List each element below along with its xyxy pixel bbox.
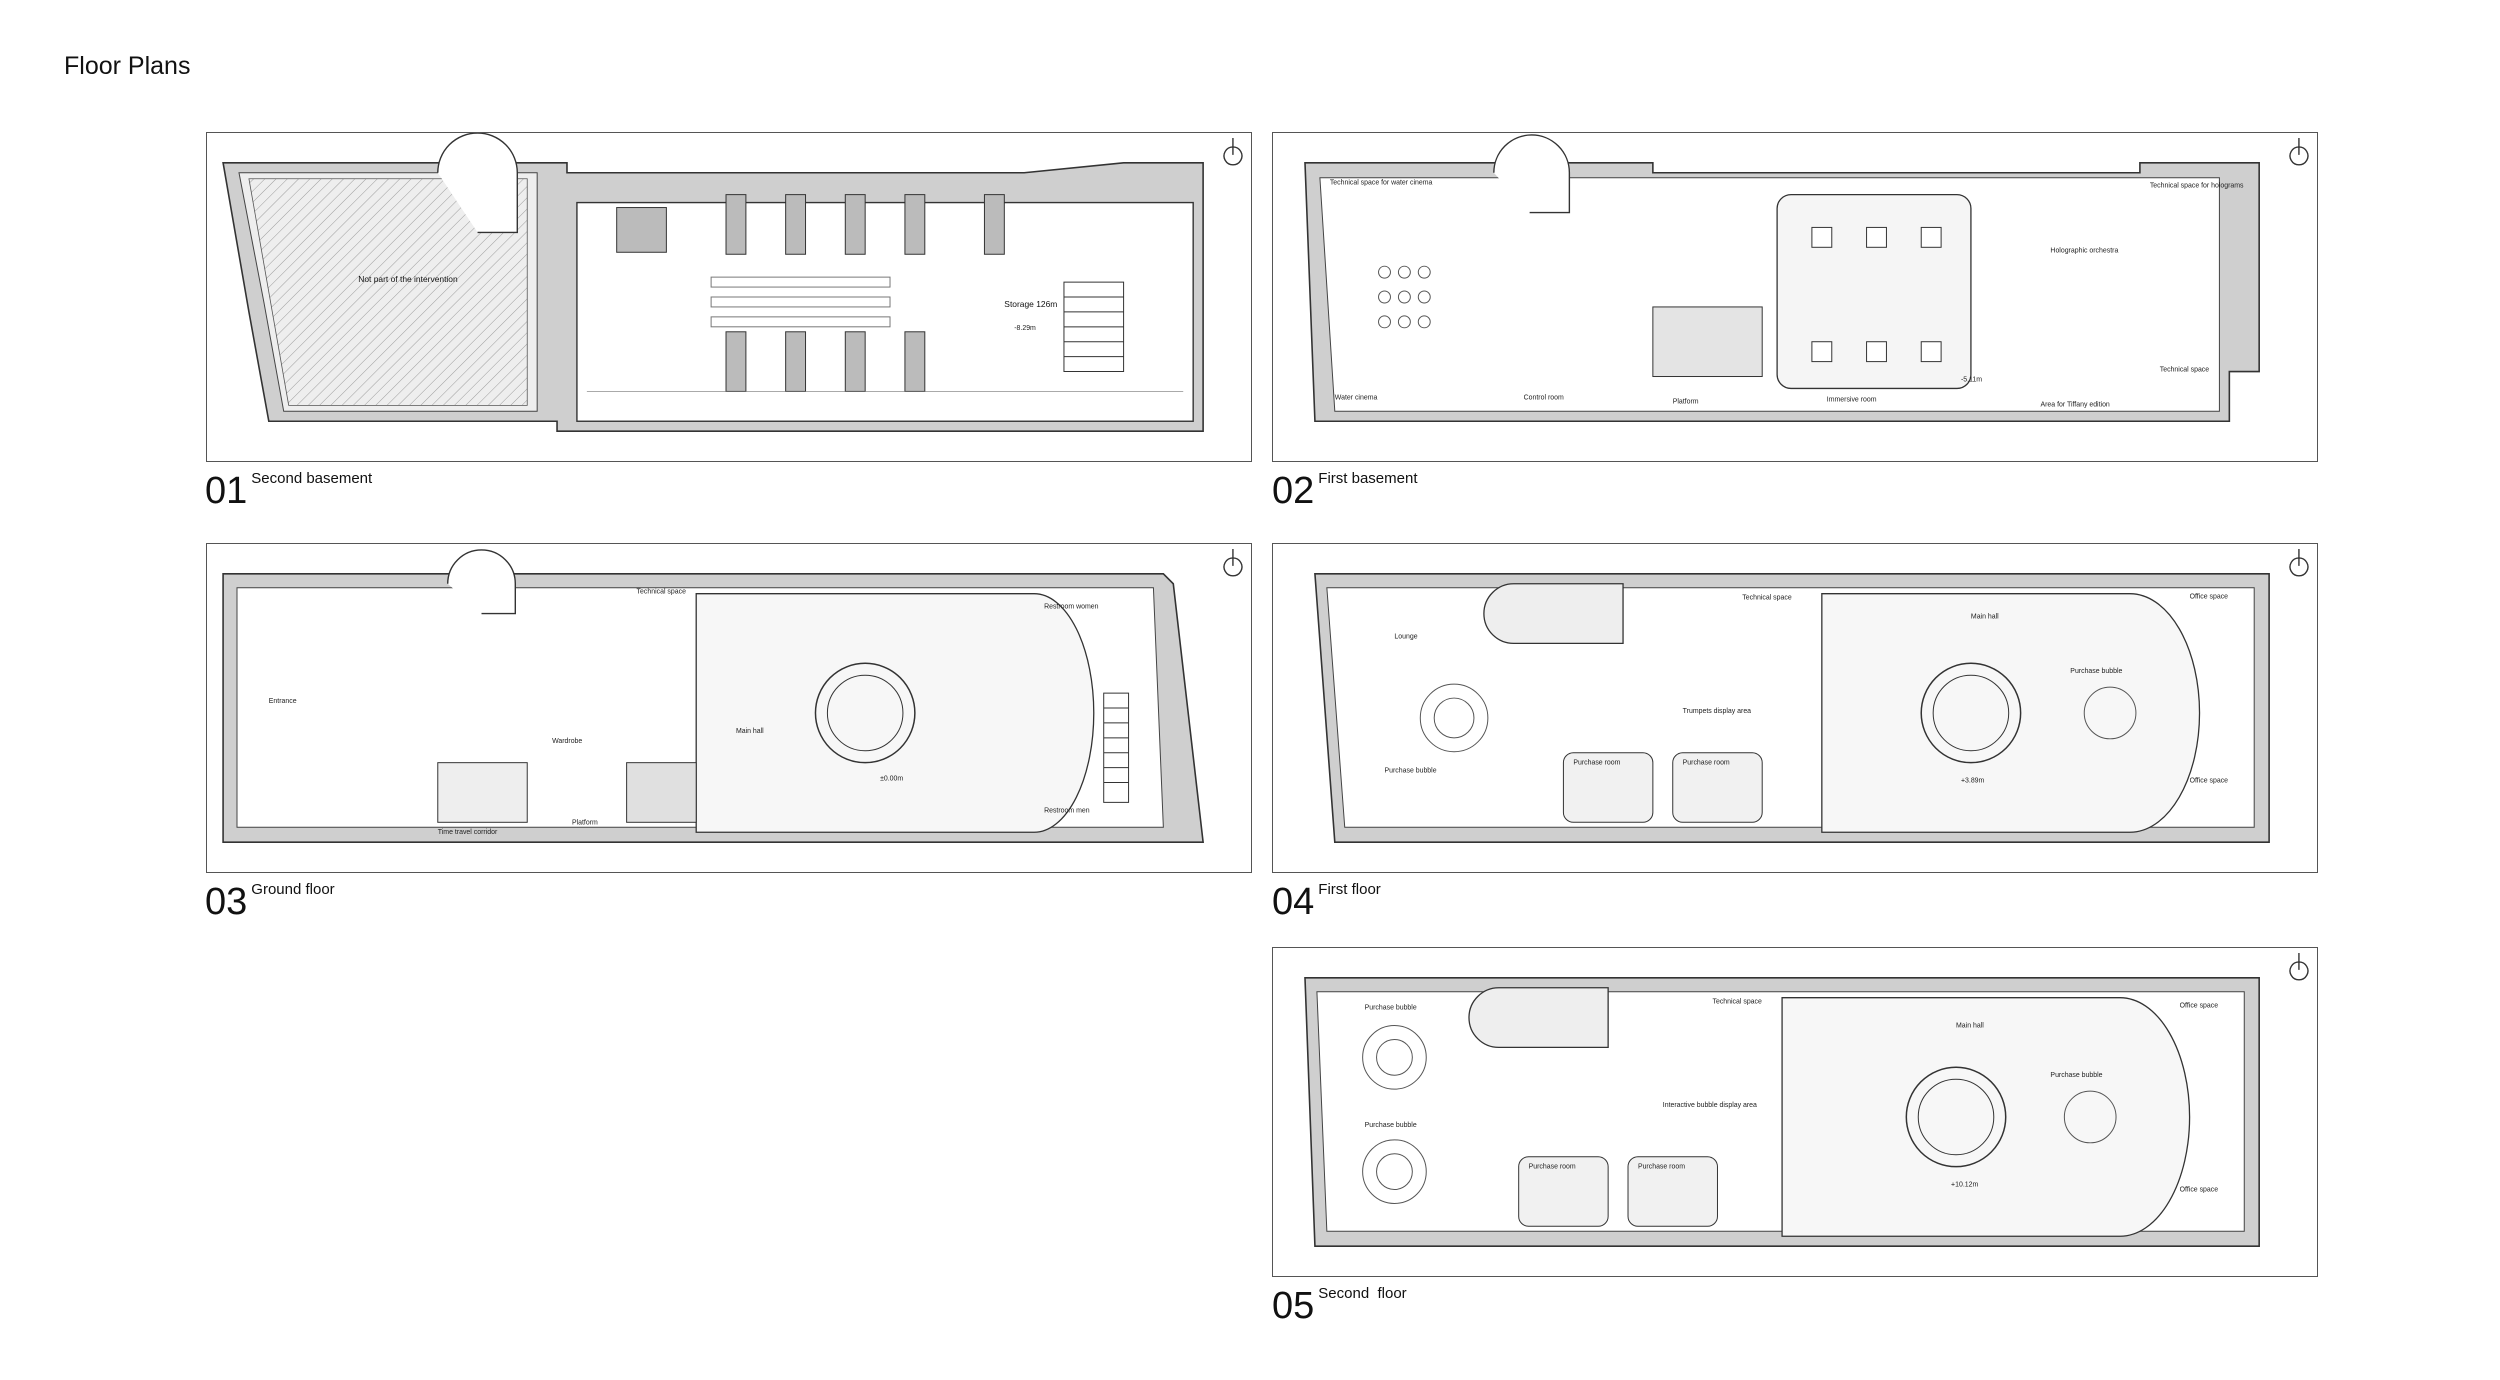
room-label: Area for Tiffany edition [2041,401,2110,408]
level-marker: -5.11m [1961,376,1982,383]
room-label: Restroom women [1044,604,1099,611]
plan-number: 05 [1272,1285,1315,1327]
room-label: Platform [572,819,598,826]
room-label: Main hall [736,728,764,735]
room-label: Wardrobe [552,738,582,745]
level-marker: ±0.00m [880,776,903,783]
room-label: Not part of the intervention [358,274,458,284]
room-label: Platform [1673,398,1699,405]
room-label: Office space [2180,1187,2219,1194]
room-label: Purchase room [1573,760,1620,767]
room-label: Main hall [1971,614,1999,621]
spiral-stair [437,133,518,234]
plan-number: 03 [205,881,248,923]
stair [1063,281,1125,373]
plan-name: Second floor [1318,1285,1407,1302]
level-marker: +3.89m [1961,778,1985,785]
plan-number: 02 [1272,470,1315,512]
room-label: Purchase bubble [1365,1122,1417,1129]
north-arrow-icon [1223,137,1243,166]
room-label: Technical space for water cinema [1330,180,1433,187]
room-label: Technical space [2160,367,2210,374]
plan-caption: 01 Second basement [205,470,373,512]
room-label: Office space [2180,1003,2219,1010]
room-label: Entrance [269,698,297,705]
room-label: Technical space [1742,595,1792,602]
plan-drawing: Not part of the intervention Storage 126… [222,133,1243,432]
stair [1103,692,1130,803]
room-label: Main hall [1956,1023,1984,1030]
stair [1483,583,1624,645]
plan-name: First basement [1318,470,1418,487]
spiral-installation [814,662,916,764]
room-label: Interactive bubble display area [1663,1102,1757,1109]
main-hall-outline [1781,997,2191,1237]
room-label: Purchase room [1529,1164,1576,1171]
room-label: Immersive room [1827,396,1877,403]
floor-plan-second-floor: Purchase bubble Purchase bubble Technica… [1272,947,2318,1277]
room-label: Technical space for holograms [2150,183,2244,190]
plan-number: 04 [1272,881,1315,923]
room-label: Storage 126m [1004,299,1057,309]
floor-plan-ground-floor: Entrance Wardrobe Technical space Main h… [206,543,1252,873]
plan-drawing: Purchase bubble Purchase bubble Technica… [1304,952,2309,1247]
room-label: Holographic orchestra [2050,247,2118,254]
room-label: Purchase bubble [1385,768,1437,775]
plan-caption: 05 Second floor [1272,1285,1407,1327]
north-arrow-icon [1223,548,1243,577]
plan-caption: 02 First basement [1272,470,1418,512]
room-label: Purchase bubble [2050,1072,2102,1079]
room-label: Time travel corridor [438,829,498,836]
plan-caption: 03 Ground floor [205,881,335,923]
main-hall-outline [695,593,1095,833]
main-hall-outline [1821,593,2201,833]
room-label: Purchase room [1683,760,1730,767]
plan-name: Second basement [251,470,373,487]
north-arrow-icon [2289,952,2309,981]
room-label: Purchase bubble [1365,1005,1417,1012]
plan-caption: 04 First floor [1272,881,1381,923]
plan-drawing: Lounge Purchase bubble Technical space T… [1314,548,2309,843]
spiral-installation [1920,662,2022,764]
room-label: Office space [2190,778,2229,785]
plan-drawing: Entrance Wardrobe Technical space Main h… [222,548,1243,843]
room-label: Trumpets display area [1683,708,1752,715]
floor-plan-first-basement: Technical space for water cinema Water c… [1272,132,2318,462]
spiral-installation [1905,1066,2007,1168]
stair [1468,987,1609,1049]
spiral-stair [447,549,516,615]
page-title: Floor Plans [64,52,191,80]
floor-plan-first-floor: Lounge Purchase bubble Technical space T… [1272,543,2318,873]
room-label: Lounge [1394,633,1417,640]
north-arrow-icon [2289,548,2309,577]
plan-name: Ground floor [251,881,335,898]
room-label: Restroom men [1044,807,1090,814]
room-label: Technical space [637,589,687,596]
room-label: Office space [2190,594,2229,601]
north-arrow-icon [2289,137,2309,166]
level-marker: -8.29m [1014,325,1036,332]
plan-number: 01 [205,470,248,512]
floor-plan-second-basement: Not part of the intervention Storage 126… [206,132,1252,462]
room-label: Control room [1524,394,1564,401]
room-label: Water cinema [1335,394,1378,401]
plan-drawing: Technical space for water cinema Water c… [1304,134,2309,423]
level-marker: +10.12m [1951,1182,1978,1189]
spiral-stair [1493,134,1571,214]
plan-name: First floor [1318,881,1381,898]
room-label: Purchase bubble [2070,668,2122,675]
room-label: Purchase room [1638,1164,1685,1171]
room-label: Technical space [1713,999,1763,1006]
